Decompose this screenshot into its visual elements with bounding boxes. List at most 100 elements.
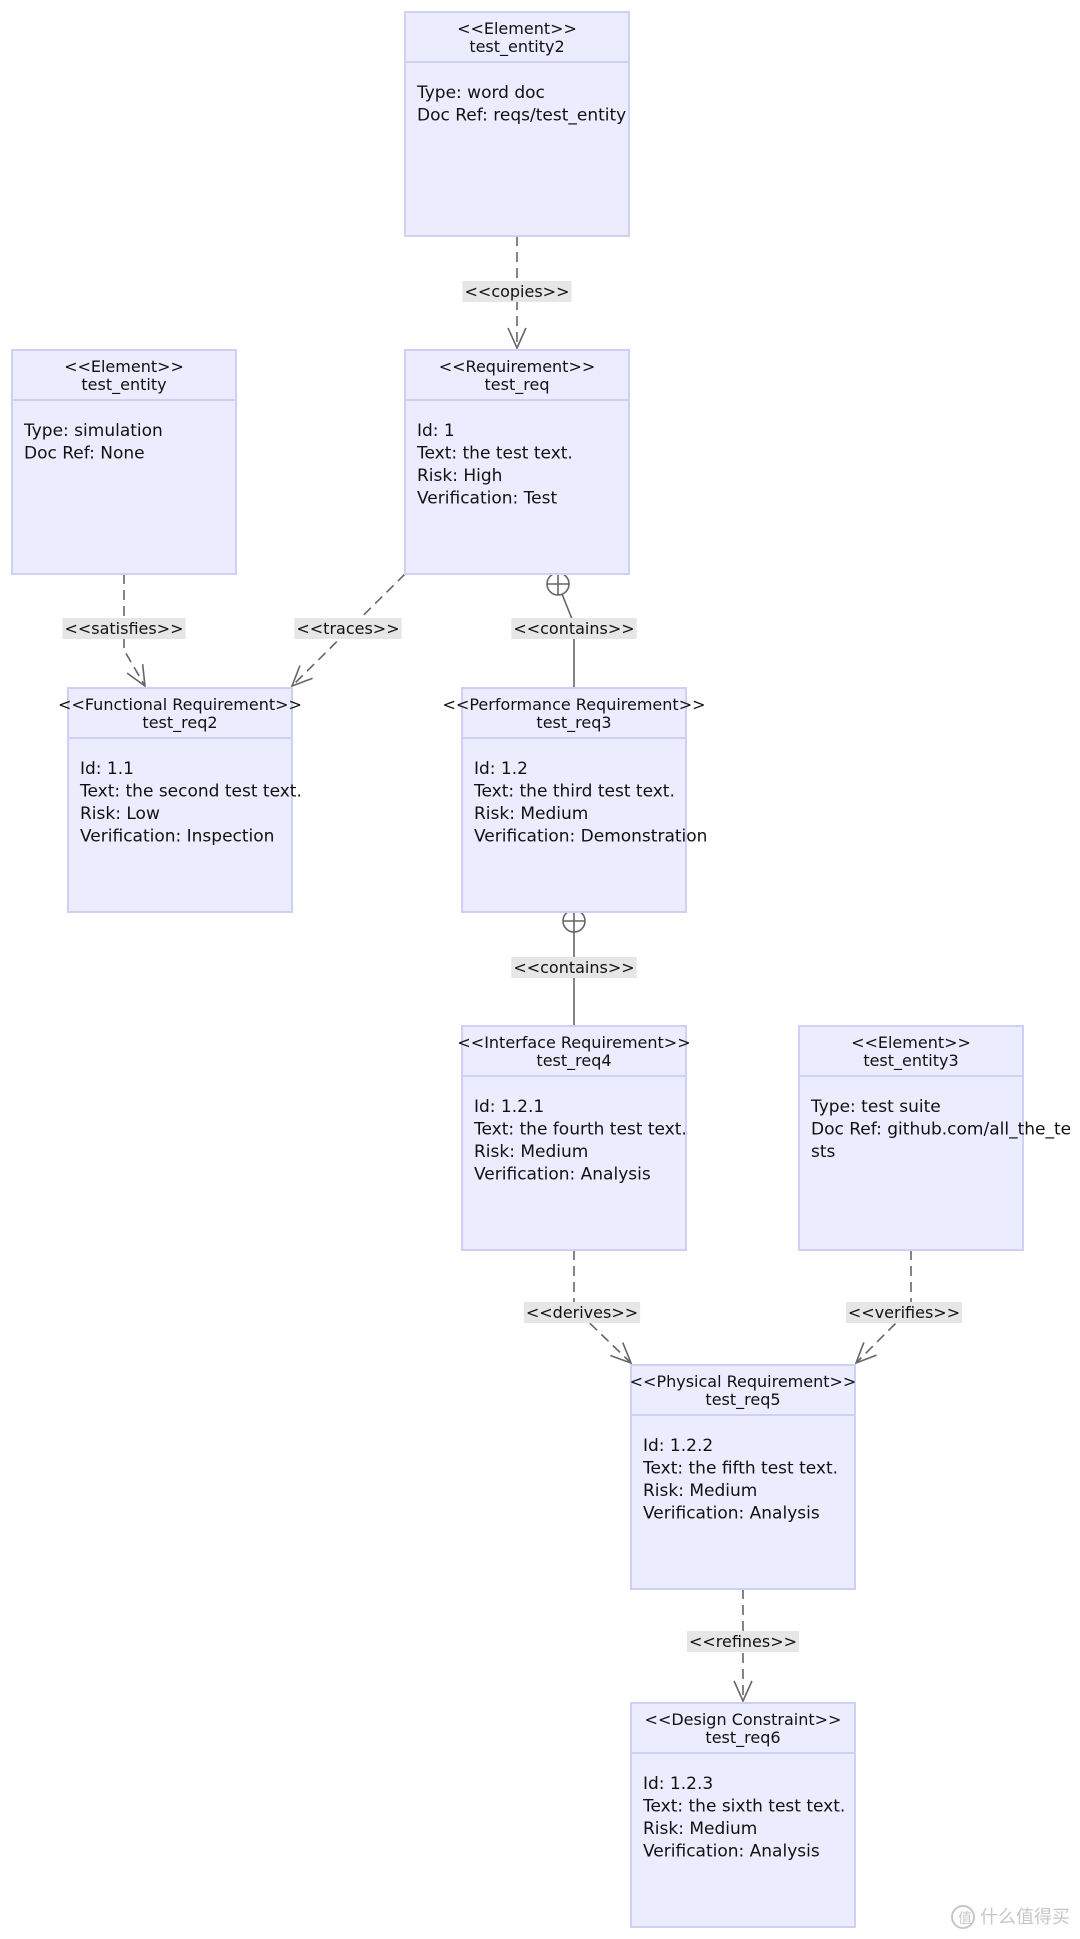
node-box: [461, 687, 687, 913]
node-name: test_entity2: [469, 37, 564, 57]
node-stereotype: <<Interface Requirement>>: [457, 1033, 690, 1052]
node-attribute: Type: word doc: [416, 83, 545, 103]
edge-label-text: <<contains>>: [513, 958, 634, 977]
edge-contains2: [562, 909, 586, 1026]
node-stereotype: <<Element>>: [851, 1033, 971, 1052]
node-stereotype: <<Design Constraint>>: [645, 1710, 842, 1729]
node-attribute: Verification: Analysis: [643, 1842, 820, 1862]
node-name: test_req2: [142, 713, 217, 733]
node-attribute: Type: simulation: [23, 421, 163, 441]
node-attribute: Text: the sixth test text.: [642, 1797, 845, 1817]
node-attribute: Verification: Analysis: [474, 1165, 651, 1185]
node-name: test_req5: [705, 1390, 780, 1410]
node-attribute: Id: 1.2: [474, 759, 528, 779]
edge-label-text: <<traces>>: [296, 619, 399, 638]
node-stereotype: <<Requirement>>: [439, 357, 596, 376]
node-attribute: Risk: Low: [80, 804, 160, 824]
node-box: [630, 1364, 856, 1590]
arrowhead-icon: [507, 327, 527, 350]
edge-label-text: <<derives>>: [526, 1303, 638, 1322]
node-attribute: Id: 1: [417, 421, 455, 441]
watermark-text: 什么值得买: [980, 1907, 1070, 1928]
node-stereotype: <<Physical Requirement>>: [630, 1372, 857, 1391]
node-box: [11, 349, 237, 575]
node-box: [798, 1025, 1024, 1251]
node-box: [67, 687, 293, 913]
edge-label-background: [845, 1302, 963, 1323]
node-stereotype: <<Performance Requirement>>: [443, 695, 706, 714]
node-attribute: Text: the fourth test text.: [473, 1120, 687, 1140]
node-box: [404, 349, 630, 575]
node-attribute: Type: test suite: [810, 1097, 941, 1117]
edge-traces: [290, 573, 406, 688]
edge-label-text: <<contains>>: [513, 619, 634, 638]
node-attribute: sts: [811, 1142, 836, 1162]
node-name: test_entity: [81, 375, 166, 395]
node-attribute: Risk: Medium: [643, 1819, 757, 1839]
edge-label-background: [686, 1631, 800, 1652]
arrowhead-icon: [290, 665, 313, 688]
node-box: [630, 1702, 856, 1928]
node-attribute: Id: 1.1: [80, 759, 134, 779]
watermark-logo-glyph: 值: [958, 1911, 972, 1927]
edge-line: [291, 573, 406, 687]
watermark-logo-icon: [951, 1905, 975, 1929]
arrowhead-icon: [854, 1342, 877, 1365]
node-name: test_req: [485, 375, 550, 395]
edge-label-traces: <<traces>>: [294, 618, 402, 639]
edge-label-background: [294, 618, 402, 639]
node-attribute: Text: the third test text.: [473, 782, 675, 802]
node-name: test_req3: [536, 713, 611, 733]
edge-label-background: [511, 957, 637, 978]
node-name: test_entity3: [863, 1051, 958, 1071]
edge-label-text: <<refines>>: [689, 1632, 797, 1651]
edge-satisfies: [123, 574, 146, 688]
edge-label-background: [62, 618, 186, 639]
edge-label-text: <<verifies>>: [848, 1303, 960, 1322]
node-attribute: Risk: High: [417, 466, 502, 486]
node-box: [404, 11, 630, 237]
node-attribute: Verification: Demonstration: [474, 827, 707, 847]
edge-label-derives: <<derives>>: [523, 1302, 641, 1323]
node-name: test_req6: [705, 1728, 780, 1748]
node-attribute: Text: the test text.: [416, 444, 573, 464]
edge-labels-layer: <<copies>> <<satisfies>> <<traces>> <<conta…: [62, 281, 963, 1652]
node-attribute: Doc Ref: reqs/test_entity: [417, 106, 626, 126]
arrowhead-icon: [733, 1680, 753, 1703]
node-name: test_req4: [536, 1051, 611, 1071]
node-attribute: Id: 1.2.1: [474, 1097, 544, 1117]
edge-label-refines: <<refines>>: [686, 1631, 800, 1652]
node-attribute: Risk: Medium: [643, 1481, 757, 1501]
node-attribute: Verification: Test: [417, 489, 557, 509]
node-attribute: Verification: Analysis: [643, 1504, 820, 1524]
node-stereotype: <<Functional Requirement>>: [58, 695, 302, 714]
edge-label-background: [462, 281, 572, 302]
arrowhead-icon: [126, 664, 146, 688]
node-attribute: Risk: Medium: [474, 804, 588, 824]
node-attribute: Doc Ref: None: [24, 444, 145, 464]
node-box: [461, 1025, 687, 1251]
node-attribute: Id: 1.2.3: [643, 1774, 713, 1794]
edge-label-contains2: <<contains>>: [511, 957, 637, 978]
edge-line: [123, 574, 146, 687]
watermark: 值 什么值得买: [951, 1905, 1070, 1929]
node-stereotype: <<Element>>: [64, 357, 184, 376]
edge-label-contains1: <<contains>>: [511, 618, 637, 639]
edge-label-text: <<copies>>: [465, 282, 570, 301]
edge-label-background: [511, 618, 637, 639]
node-attribute: Risk: Medium: [474, 1142, 588, 1162]
edge-label-verifies: <<verifies>>: [845, 1302, 963, 1323]
node-attribute: Text: the fifth test text.: [642, 1459, 838, 1479]
node-stereotype: <<Element>>: [457, 19, 577, 38]
edge-label-text: <<satisfies>>: [64, 619, 183, 638]
